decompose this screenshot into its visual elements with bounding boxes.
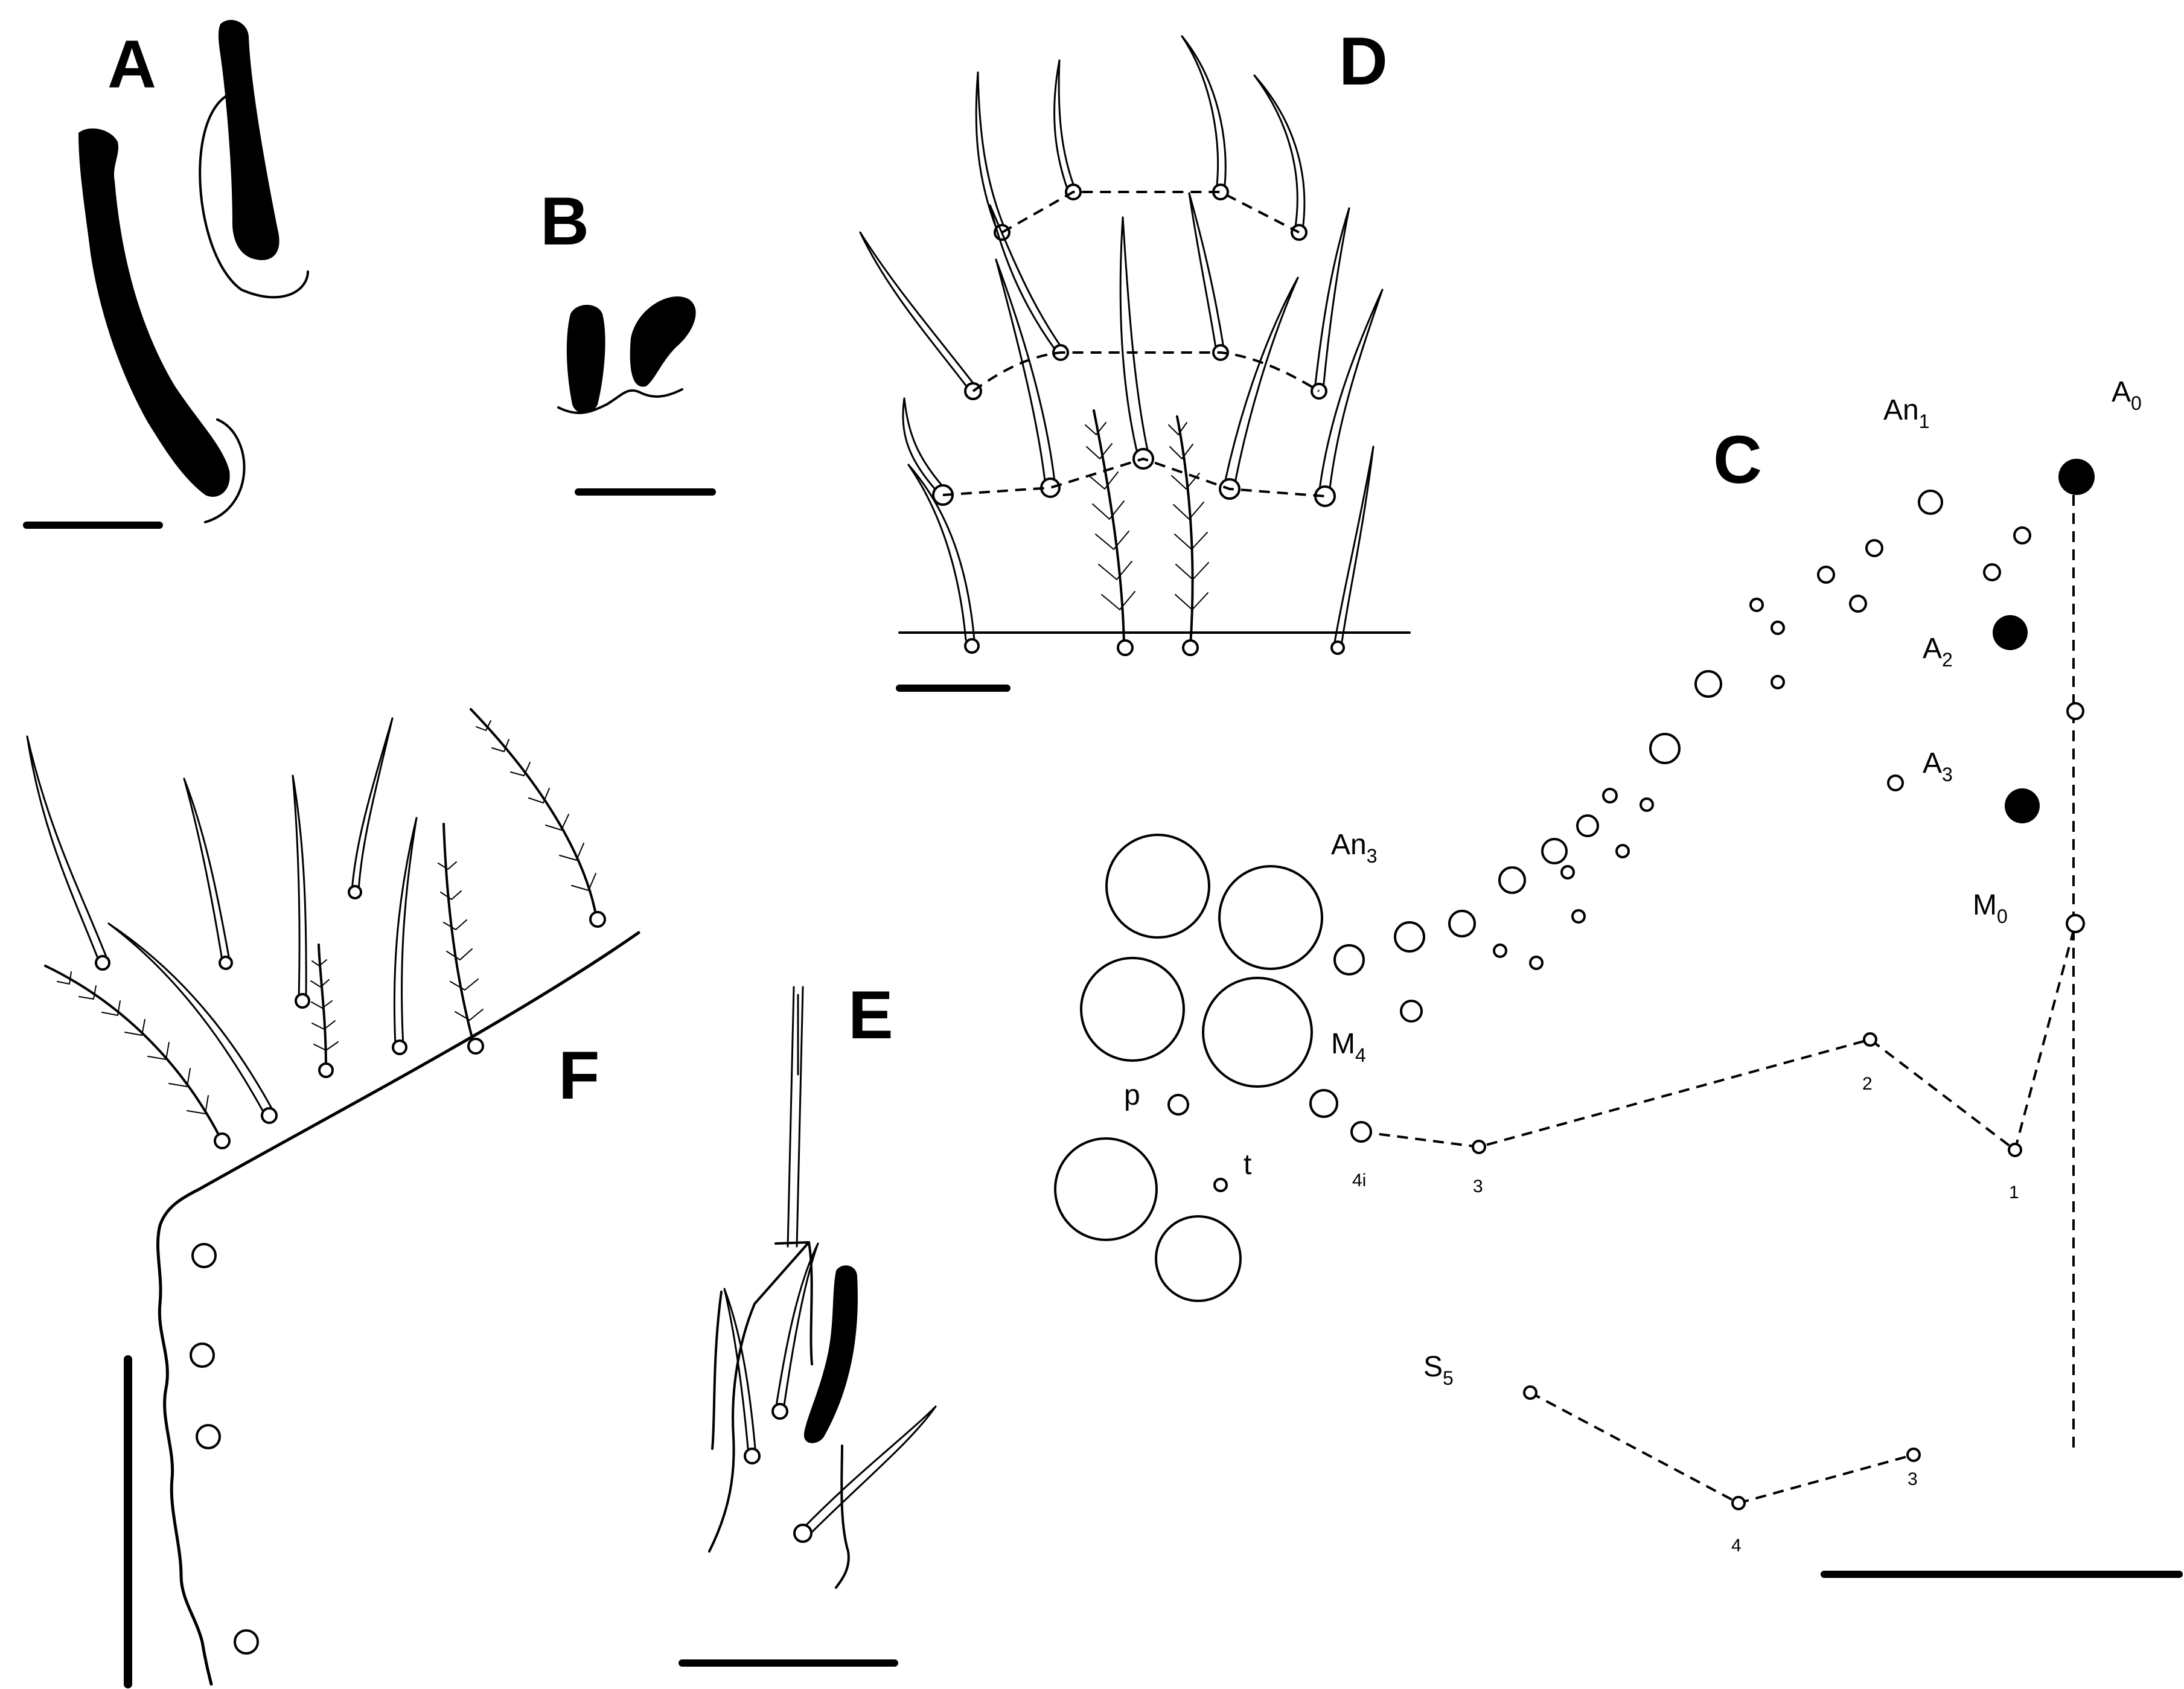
setae-row-3 xyxy=(902,216,1384,655)
panel-d: D xyxy=(859,24,1411,692)
s-series-line xyxy=(1530,1391,1914,1505)
label-an3: An3 xyxy=(1331,829,1378,867)
smooth-setae-f xyxy=(26,717,418,1124)
seta-long xyxy=(787,986,804,1248)
serrated-setae-f xyxy=(44,708,606,1149)
label-an1: An1 xyxy=(1883,394,1930,432)
panel-label-e: E xyxy=(848,977,893,1053)
label-m4: M4 xyxy=(1331,1028,1366,1066)
socket-small xyxy=(199,89,309,299)
vesicle-right xyxy=(630,296,696,387)
panel-label-a: A xyxy=(107,27,156,102)
seta-inner xyxy=(774,1242,819,1411)
pseudopore-1 xyxy=(191,1243,217,1268)
panel-b: B xyxy=(540,184,716,496)
sensillum-large xyxy=(78,128,230,497)
feathered-setae xyxy=(1085,409,1209,656)
segment-left xyxy=(711,1291,723,1450)
segment-inner xyxy=(808,1241,813,1365)
panel-label-f: F xyxy=(558,1038,599,1113)
panel-f: F xyxy=(26,708,640,1688)
pseudopore-3 xyxy=(196,1424,221,1449)
pseudopore-4 xyxy=(234,1629,259,1655)
setae-row-1 xyxy=(975,35,1308,241)
m-number-4i: 4i xyxy=(1352,1170,1366,1190)
label-s5: S5 xyxy=(1423,1351,1454,1389)
socket-large xyxy=(204,418,246,523)
label-m0: M0 xyxy=(1973,889,2008,927)
setae-sockets xyxy=(1167,490,2085,1510)
panel-a: A xyxy=(23,19,309,529)
segment-outline xyxy=(708,1241,810,1553)
s-number-3: 3 xyxy=(1908,1469,1918,1489)
m-number-2: 2 xyxy=(1862,1074,1873,1094)
macrochaeta-a2 xyxy=(1993,615,2028,650)
panel-label-d: D xyxy=(1339,24,1388,99)
panel-c: C An1 A0 A2 A3 An3 M0 M4 S5 p t xyxy=(1054,376,2183,1578)
sensillum-small xyxy=(218,19,279,260)
pseudopore-2 xyxy=(190,1343,215,1368)
macrochaeta-a3 xyxy=(2005,788,2040,823)
m-number-1: 1 xyxy=(2009,1183,2019,1202)
setae-row-2 xyxy=(859,192,1350,400)
vesicle-left xyxy=(566,305,605,413)
setae-connector-row-3 xyxy=(942,457,1326,497)
label-a0: A0 xyxy=(2112,376,2142,414)
panel-label-c: C xyxy=(1713,422,1762,497)
panel-label-b: B xyxy=(540,184,589,259)
setae-connector-row-1 xyxy=(1001,191,1300,234)
seta-right-socket xyxy=(793,1524,813,1543)
seta-inner-socket xyxy=(771,1403,788,1420)
label-p: p xyxy=(1124,1079,1140,1111)
seta-left-socket xyxy=(744,1448,761,1464)
label-a3: A3 xyxy=(1923,747,1953,785)
macrochaeta-a0 xyxy=(2058,459,2095,495)
m-series-line xyxy=(1361,923,2077,1152)
label-t: t xyxy=(1244,1149,1251,1181)
setae-connector-row-2 xyxy=(972,351,1320,392)
seta-right xyxy=(802,1405,937,1537)
body-outline-f xyxy=(156,931,640,1686)
s-number-4: 4 xyxy=(1731,1536,1742,1556)
m-number-3: 3 xyxy=(1473,1177,1483,1196)
segment-right xyxy=(835,1445,850,1589)
sensillum-e xyxy=(803,1265,858,1443)
seta-left xyxy=(723,1288,757,1456)
panel-e: E xyxy=(679,977,937,1667)
eye-lenses xyxy=(1054,834,1323,1302)
label-a2: A2 xyxy=(1923,633,1953,671)
vesicle-base xyxy=(557,388,683,415)
